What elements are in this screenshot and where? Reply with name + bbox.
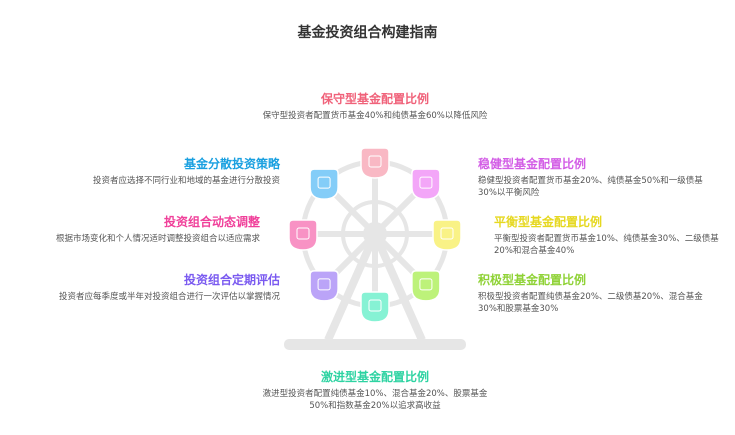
item-desc: 稳健型投资者配置货币基金20%、纯债基金50%和一级债基30%以平衡风险 [478, 176, 703, 198]
cabin-5 [360, 291, 390, 323]
item-adjustment: 投资组合动态调整 根据市场变化和个人情况适时调整投资组合以适应需求 [38, 213, 260, 245]
item-conservative: 保守型基金配置比例 保守型投资者配置货币基金40%和纯债基金60%以降低风险 [255, 90, 495, 122]
item-evaluation: 投资组合定期评估 投资者应每季度或半年对投资组合进行一次评估以掌握情况 [55, 271, 280, 303]
item-desc: 投资者应每季度或半年对投资组合进行一次评估以掌握情况 [58, 292, 280, 302]
item-title: 稳健型基金配置比例 [478, 157, 587, 171]
item-steady: 稳健型基金配置比例 稳健型投资者配置货币基金20%、纯债基金50%和一级债基30… [478, 155, 713, 199]
item-radical: 激进型基金配置比例 激进型投资者配置纯债基金10%、混合基金20%、股票基金50… [255, 368, 495, 412]
item-title: 保守型基金配置比例 [320, 92, 429, 106]
cabin-icon [317, 176, 331, 189]
cabin-icon [368, 155, 382, 168]
cabin-icon [296, 227, 310, 240]
cabin-icon [317, 278, 331, 291]
cabin-icon [419, 278, 433, 291]
cabin-7 [288, 219, 318, 251]
item-desc: 激进型投资者配置纯债基金10%、混合基金20%、股票基金50%和指数基金20%以… [262, 389, 488, 411]
item-desc: 保守型投资者配置货币基金40%和纯债基金60%以降低风险 [262, 111, 488, 121]
item-desc: 投资者应选择不同行业和地域的基金进行分散投资 [92, 176, 280, 186]
page-title: 基金投资组合构建指南 [297, 25, 438, 41]
item-title: 激进型基金配置比例 [320, 370, 429, 384]
cabin-icon [419, 176, 433, 189]
cabin-4 [411, 270, 441, 302]
item-desc: 积极型投资者配置纯债基金20%、二级债基20%、混合基金30%和股票基金30% [478, 292, 703, 314]
item-diversify: 基金分散投资策略 投资者应选择不同行业和地域的基金进行分散投资 [50, 155, 280, 187]
item-desc: 平衡型投资者配置货币基金10%、纯债基金30%、二级债基20%和混合基金40% [494, 234, 719, 256]
cabin-6 [309, 270, 339, 302]
cabin-icon [368, 299, 382, 312]
cabin-8 [309, 168, 339, 200]
cabin-1 [360, 147, 390, 179]
item-aggressive: 积极型基金配置比例 积极型投资者配置纯债基金20%、二级债基20%、混合基金30… [478, 271, 713, 315]
item-desc: 根据市场变化和个人情况适时调整投资组合以适应需求 [55, 234, 260, 244]
item-title: 投资组合定期评估 [183, 273, 280, 287]
item-title: 平衡型基金配置比例 [494, 215, 603, 229]
item-title: 基金分散投资策略 [183, 157, 280, 171]
cabin-3 [432, 219, 462, 251]
item-title: 投资组合动态调整 [163, 215, 260, 229]
wheel-base [284, 339, 466, 350]
cabin-icon [440, 227, 454, 240]
item-title: 积极型基金配置比例 [478, 273, 587, 287]
item-balanced: 平衡型基金配置比例 平衡型投资者配置货币基金10%、纯债基金30%、二级债基20… [494, 213, 726, 257]
cabin-2 [411, 168, 441, 200]
